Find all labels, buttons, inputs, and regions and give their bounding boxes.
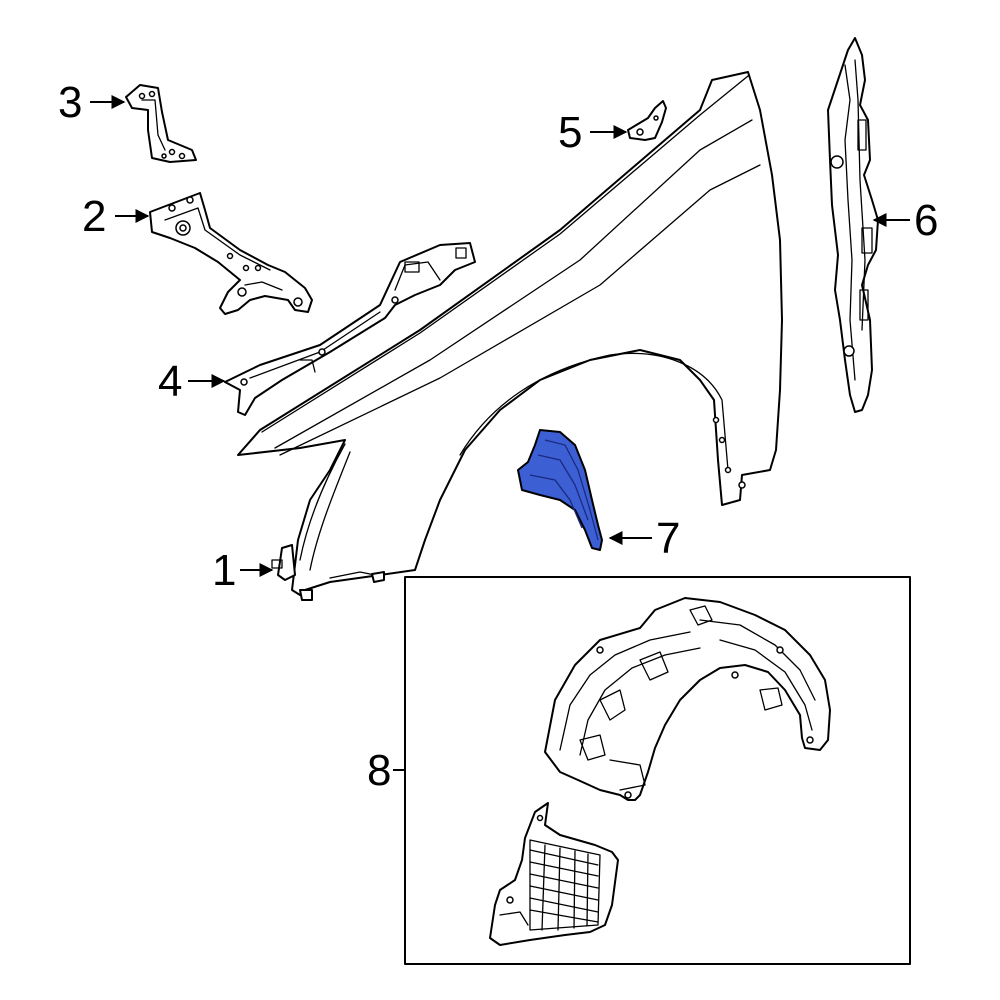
fender-clip[interactable] [627, 100, 667, 141]
callout-8: 8 [367, 746, 391, 795]
callout-2: 2 [82, 192, 106, 241]
callout-1: 1 [212, 546, 236, 595]
wheel-opening-seal-highlighted[interactable] [517, 429, 603, 551]
wheel-liner[interactable] [544, 597, 831, 801]
small-bracket[interactable] [125, 84, 197, 163]
fender-seal-panel[interactable] [827, 37, 879, 413]
callout-3: 3 [58, 78, 82, 127]
callout-7: 7 [656, 514, 680, 563]
mounting-bracket[interactable] [149, 192, 313, 315]
callout-5: 5 [558, 108, 582, 157]
callout-6: 6 [914, 196, 938, 245]
callout-4: 4 [158, 357, 182, 406]
wheel-liner-front-section[interactable] [489, 802, 619, 946]
fender-upper-rail[interactable] [224, 242, 476, 416]
fender-panel[interactable] [237, 71, 783, 601]
